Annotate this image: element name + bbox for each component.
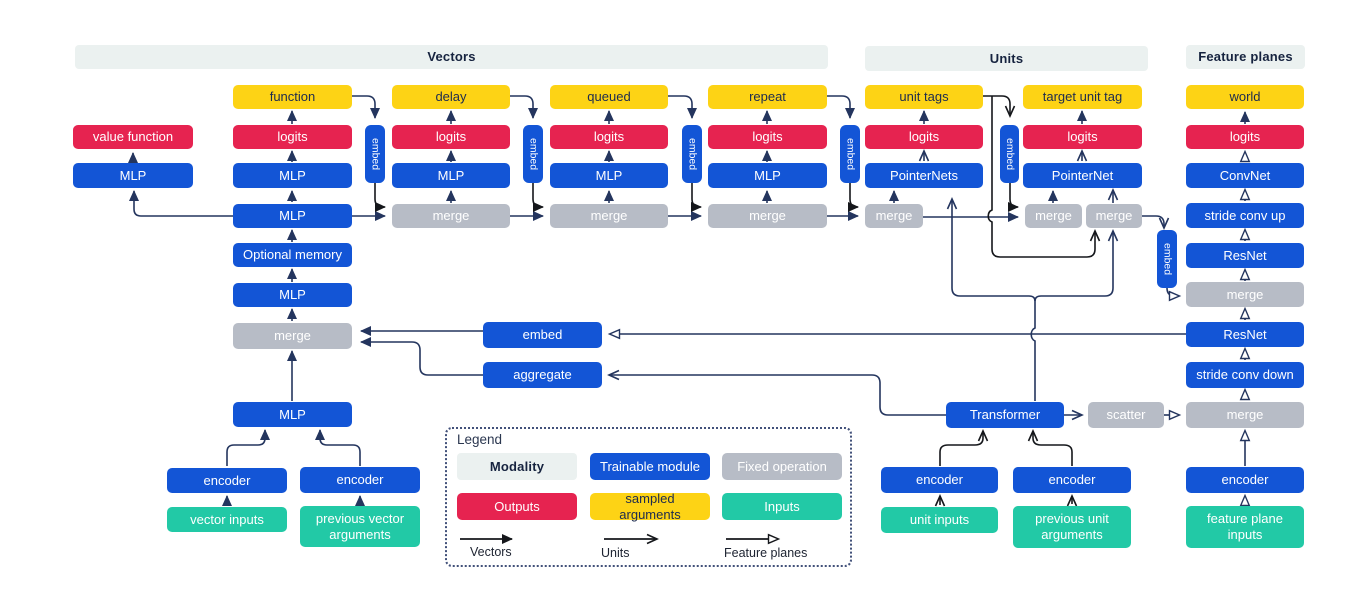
merge-delay: merge [392,204,510,228]
repeat: repeat [708,85,827,109]
merge-units-1: merge [865,204,923,228]
legend-units-arrow-label: Units [601,546,630,560]
convnet: ConvNet [1186,163,1304,188]
merge-units-2: merge [1025,204,1082,228]
legend-title: Legend [457,432,503,447]
logits-world: logits [1186,125,1304,149]
logits-target-unit-tag: logits [1023,125,1142,149]
transformer: Transformer [946,402,1064,428]
encoder-vector-2: encoder [300,467,420,493]
encoder-feature: encoder [1186,467,1304,493]
unit-tags: unit tags [865,85,983,109]
embed-after-function: embed [365,125,385,183]
previous-unit-arguments: previous unit arguments [1013,506,1131,548]
mlp-lower: MLP [233,402,352,427]
stride-conv-down: stride conv down [1186,362,1304,388]
vector-inputs: vector inputs [167,507,287,532]
header-vectors: Vectors [75,45,828,69]
mlp-queued: MLP [550,163,668,188]
aggregate: aggregate [483,362,602,388]
optional-memory: Optional memory [233,243,352,267]
pointernet: PointerNet [1023,163,1142,188]
mlp-function: MLP [233,163,352,188]
merge-feature-2: merge [1186,402,1304,428]
logits-delay: logits [392,125,510,149]
target-unit-tag: target unit tag [1023,85,1142,109]
resnet-up: ResNet [1186,243,1304,268]
header-feature-planes: Feature planes [1186,45,1305,69]
legend-vectors-arrow-label: Vectors [470,545,512,559]
legend-box [445,427,852,567]
embed-after-repeat: embed [840,125,860,183]
embed-after-queued: embed [682,125,702,183]
value-function: value function [73,125,193,149]
header-units: Units [865,46,1148,71]
logits-repeat: logits [708,125,827,149]
logits-unit-tags: logits [865,125,983,149]
legend-modality-swatch: Modality [457,453,577,480]
pointernets: PointerNets [865,163,983,188]
merge-repeat: merge [708,204,827,228]
previous-vector-arguments: previous vector arguments [300,506,420,547]
mlp-value: MLP [73,163,193,188]
legend-fixed-operation-swatch: Fixed operation [722,453,842,480]
legend-feature-planes-arrow-label: Feature planes [724,546,808,560]
legend-trainable-module-swatch: Trainable module [590,453,710,480]
scatter: scatter [1088,402,1164,428]
merge-feature-1: merge [1186,282,1304,307]
resnet-down: ResNet [1186,322,1304,347]
logits-function: logits [233,125,352,149]
mlp-repeat: MLP [708,163,827,188]
embed-units-to-core: embed [483,322,602,348]
legend-outputs-swatch: Outputs [457,493,577,520]
world: world [1186,85,1304,109]
encoder-unit-1: encoder [881,467,998,493]
merge-core: merge [233,323,352,349]
embed-unit-tags: embed [1000,125,1019,183]
merge-queued: merge [550,204,668,228]
mlp-core: MLP [233,204,352,228]
encoder-vector-1: encoder [167,468,287,493]
function: function [233,85,352,109]
encoder-unit-2: encoder [1013,467,1131,493]
embed-units-to-planes: embed [1157,230,1177,288]
merge-units-3: merge [1086,204,1142,228]
legend-inputs-swatch: Inputs [722,493,842,520]
queued: queued [550,85,668,109]
stride-conv-up: stride conv up [1186,203,1304,228]
embed-after-delay: embed [523,125,543,183]
mlp-delay: MLP [392,163,510,188]
legend-sampled-arguments-swatch: sampled arguments [590,491,710,522]
feature-plane-inputs: feature plane inputs [1186,506,1304,548]
mlp-mid: MLP [233,283,352,307]
unit-inputs: unit inputs [881,507,998,533]
delay: delay [392,85,510,109]
logits-queued: logits [550,125,668,149]
